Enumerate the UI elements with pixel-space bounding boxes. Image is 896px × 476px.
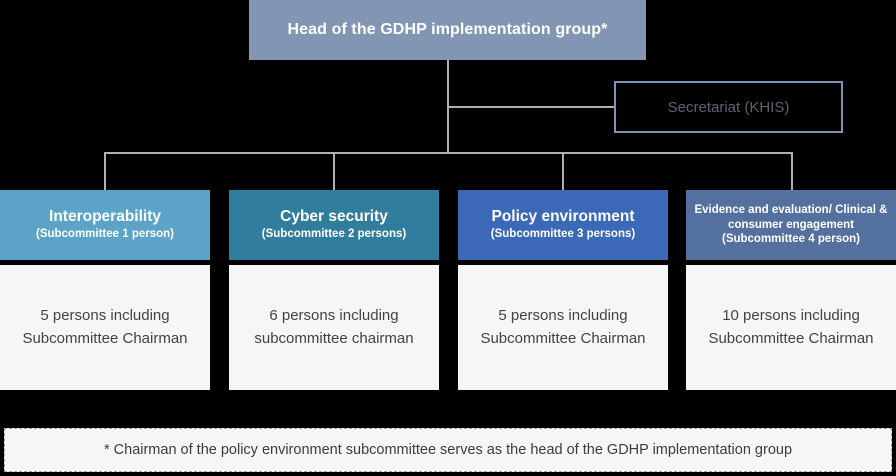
distribution-bar	[104, 152, 793, 154]
head-box[interactable]: Head of the GDHP implementation group*	[249, 0, 646, 60]
column-body-2: 6 persons including subcommittee chairma…	[229, 265, 439, 390]
column-header-1[interactable]: Interoperability (Subcommittee 1 person)	[0, 190, 210, 260]
secretariat-branch-line	[447, 106, 614, 108]
column-body-text-1: 5 persons including Subcommittee Chairma…	[22, 306, 188, 347]
drop-line-column-4	[791, 152, 793, 190]
trunk-line-vertical	[447, 60, 449, 154]
column-title-4: Evidence and evaluation/ Clinical & cons…	[694, 204, 888, 232]
footnote-text: * Chairman of the policy environment sub…	[103, 442, 793, 458]
footnote-box: * Chairman of the policy environment sub…	[4, 428, 892, 472]
column-header-4[interactable]: Evidence and evaluation/ Clinical & cons…	[686, 190, 896, 260]
column-title-1: Interoperability	[49, 207, 161, 225]
column-header-2[interactable]: Cyber security (Subcommittee 2 persons)	[229, 190, 439, 260]
column-subtitle-2: (Subcommittee 2 persons)	[261, 228, 407, 241]
column-subtitle-4: (Subcommittee 4 person)	[721, 233, 861, 246]
column-title-3: Policy environment	[491, 207, 635, 225]
column-body-text-3: 5 persons including Subcommittee Chairma…	[480, 306, 646, 347]
column-interoperability: Interoperability (Subcommittee 1 person)…	[0, 190, 210, 390]
column-body-text-2: 6 persons including subcommittee chairma…	[254, 306, 414, 347]
secretariat-box[interactable]: Secretariat (KHIS)	[614, 81, 843, 133]
column-evidence-evaluation: Evidence and evaluation/ Clinical & cons…	[686, 190, 896, 390]
column-cyber-security: Cyber security (Subcommittee 2 persons) …	[229, 190, 439, 390]
column-body-3: 5 persons including Subcommittee Chairma…	[458, 265, 668, 390]
column-policy-environment: Policy environment (Subcommittee 3 perso…	[458, 190, 668, 390]
column-body-text-4: 10 persons including Subcommittee Chairm…	[708, 306, 874, 347]
column-body-4: 10 persons including Subcommittee Chairm…	[686, 265, 896, 390]
drop-line-column-2	[333, 152, 335, 190]
drop-line-column-3	[562, 152, 564, 190]
column-body-1: 5 persons including Subcommittee Chairma…	[0, 265, 210, 390]
secretariat-label: Secretariat (KHIS)	[667, 98, 790, 116]
head-box-label: Head of the GDHP implementation group*	[287, 21, 608, 38]
column-subtitle-1: (Subcommittee 1 person)	[35, 228, 175, 241]
drop-line-column-1	[104, 152, 106, 190]
column-title-2: Cyber security	[280, 207, 388, 225]
column-subtitle-3: (Subcommittee 3 persons)	[490, 228, 636, 241]
column-header-3[interactable]: Policy environment (Subcommittee 3 perso…	[458, 190, 668, 260]
